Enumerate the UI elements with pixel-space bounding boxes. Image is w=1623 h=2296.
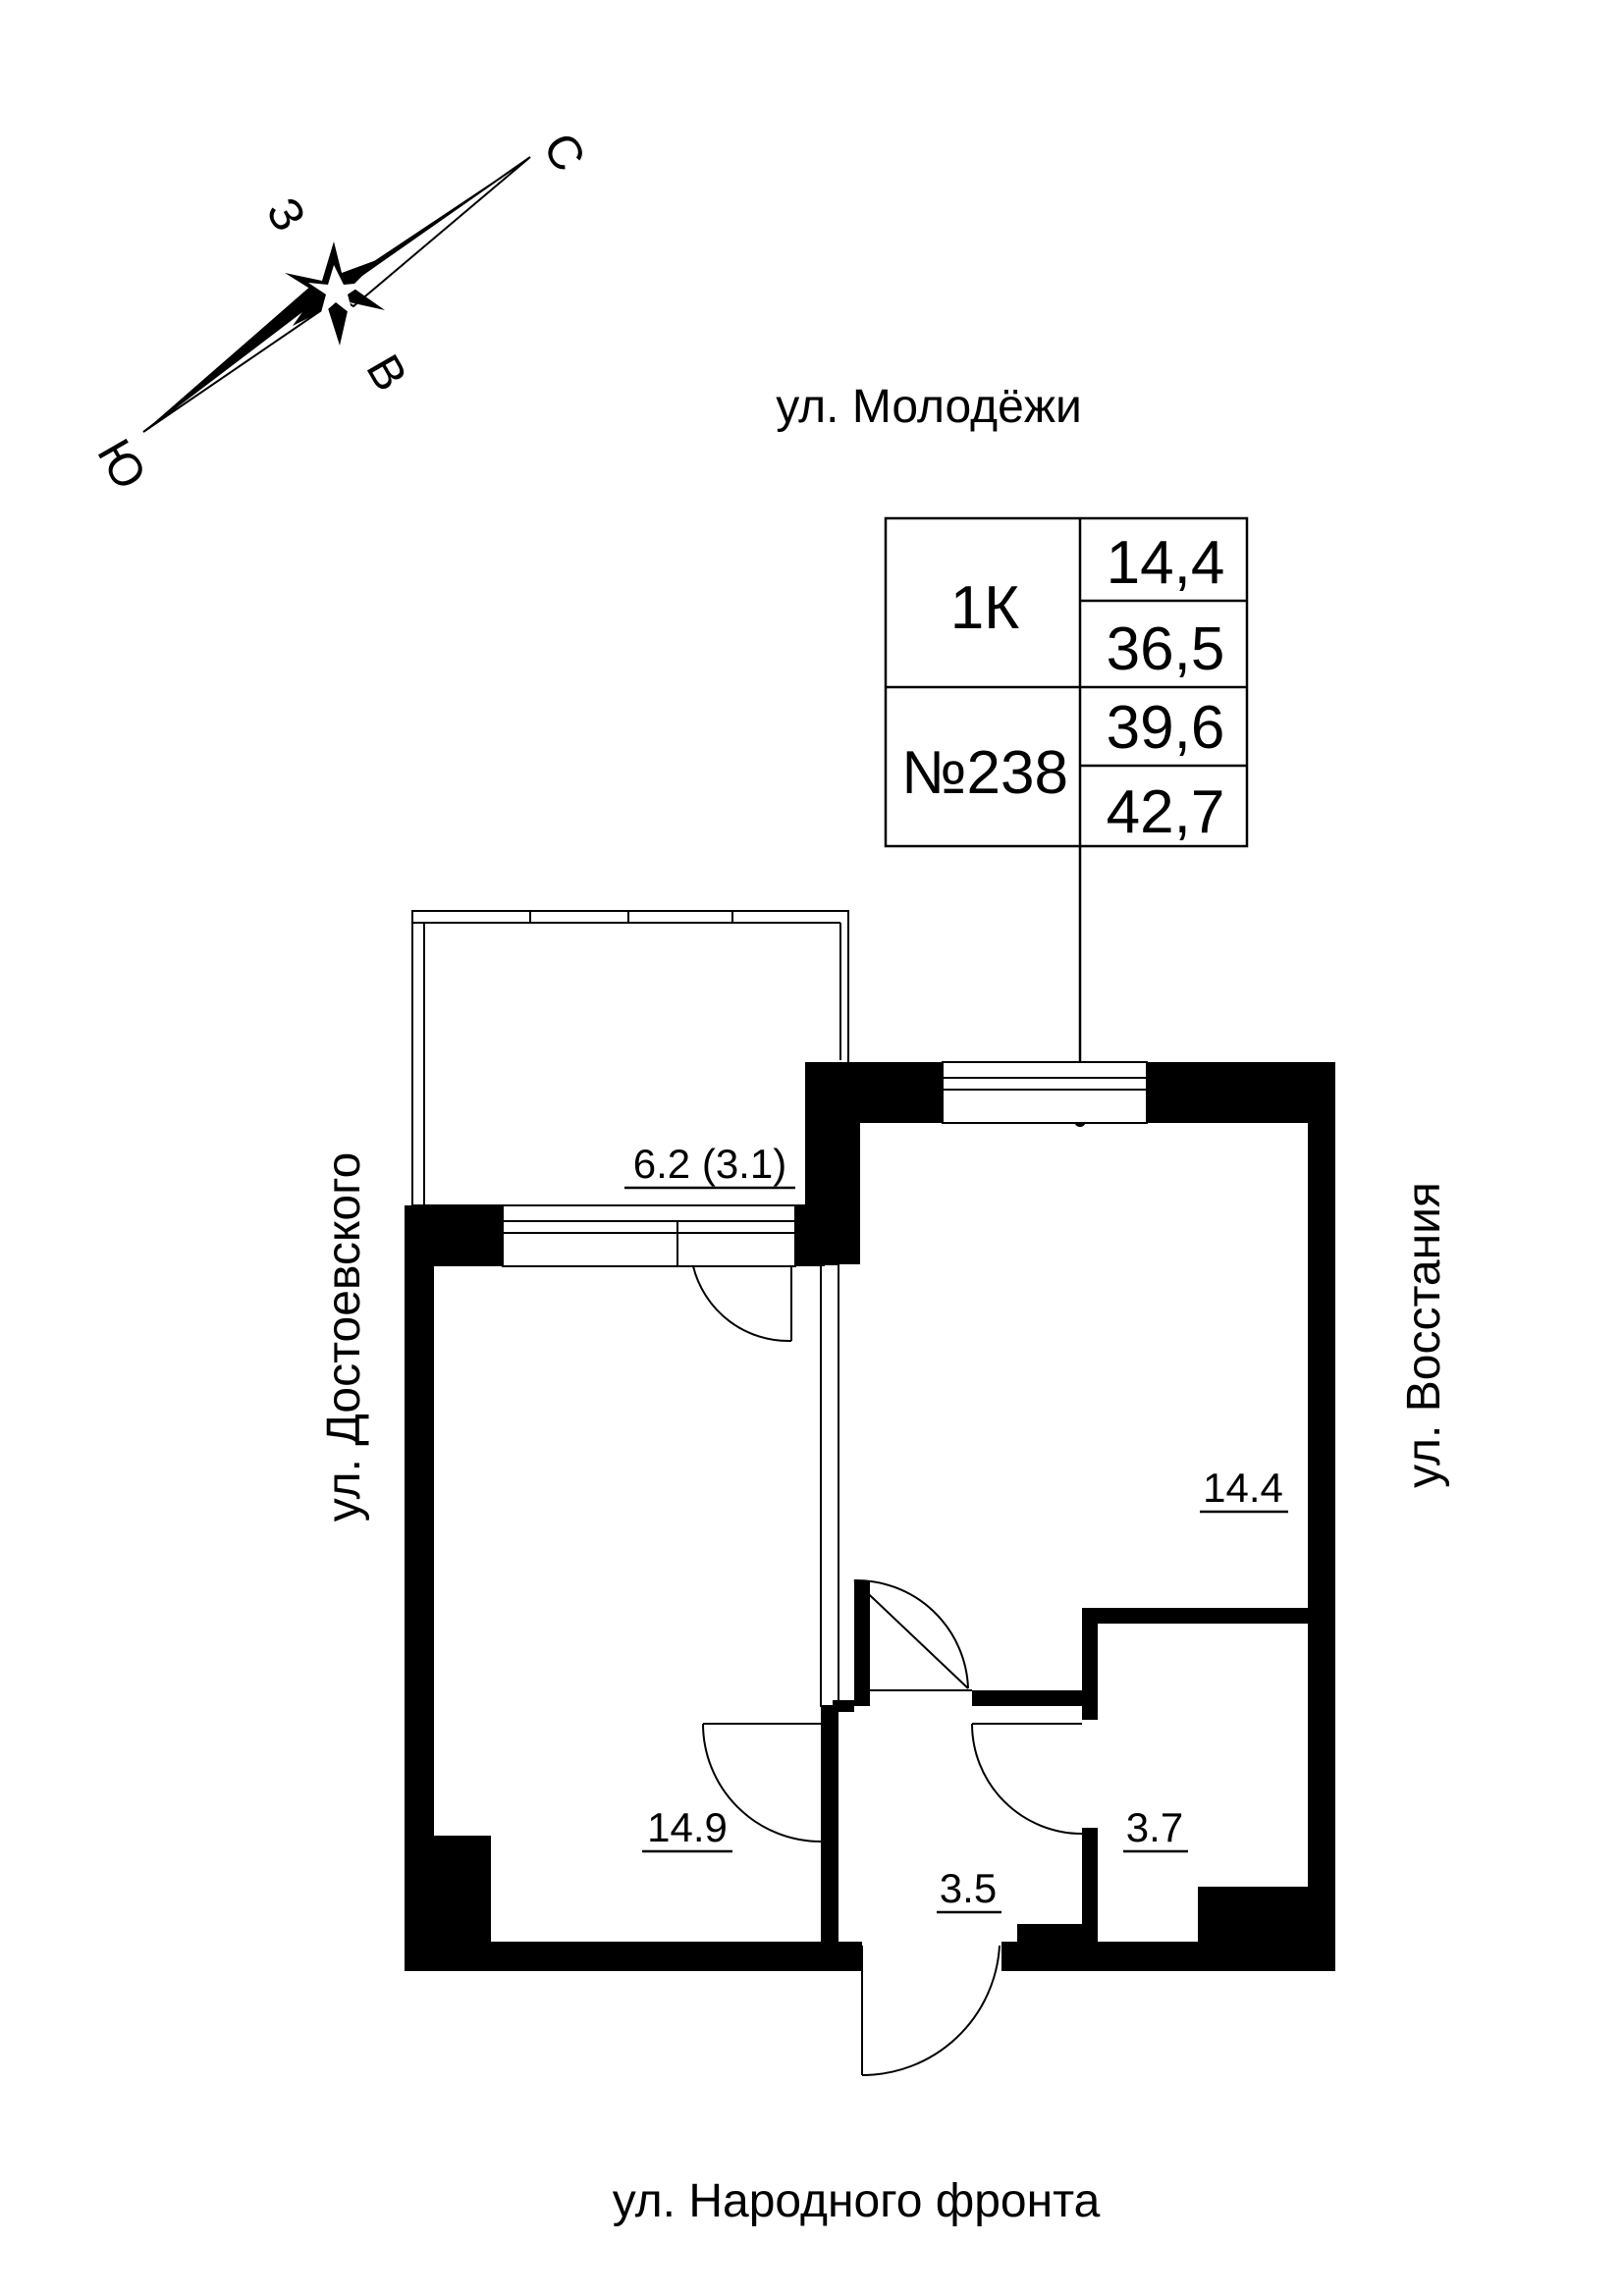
door-kitchen-swing [702,1723,822,1842]
apartment-number: №238 [901,739,1068,807]
door-balcony-swing [692,1265,792,1343]
balcony-area: 6.2 (3.1) [633,1141,786,1187]
wall-left-corner-column [434,1836,491,1942]
street-bottom: ул. Народного фронта [613,2175,1101,2227]
door-bath-swing [971,1723,1083,1835]
wall-left-outer [405,1223,434,1971]
window-kitchen-balcony [502,1204,796,1267]
info-value-1: 14,4 [1107,529,1225,597]
room-area-kitchen: 14.9 [647,1804,728,1850]
wall-balcony-door-right [795,1205,825,1266]
info-table-frame [884,516,1249,848]
wall-hall-left-stub [854,1580,870,1706]
wall-partition-lower [821,1706,839,1946]
compass-rose: С З В Ю [86,125,594,499]
door-living-leaf [853,1579,969,1689]
wall-partition-vertical [820,1263,839,1707]
street-right: ул. Восстания [1398,1182,1450,1488]
doors [692,1265,1083,2077]
room-area-living: 14.4 [1203,1465,1283,1511]
window-living [942,1061,1148,1124]
info-value-3: 39,6 [1107,694,1225,762]
street-top: ул. Молодёжи [776,381,1082,433]
wall-right-outer [1308,1062,1335,1971]
wall-bath-left-upper [1082,1608,1098,1720]
wall-hall-horizontal [972,1690,1082,1706]
wall-bottom-left [405,1942,862,1971]
street-left: ул. Достоевского [318,1152,370,1522]
wall-bottom-stub [1017,1924,1098,1946]
info-value-2: 36,5 [1107,615,1225,683]
info-value-4: 42,7 [1107,778,1225,846]
compass-label-west: З [255,189,314,240]
wall-bottom-right [1001,1942,1335,1971]
wall-right-top-block [1147,1062,1335,1123]
compass-label-south: Ю [86,431,155,499]
wall-partition-lower-stub [833,1700,854,1712]
wall-bath-left-lower [1082,1828,1098,1946]
room-area-hall: 3.5 [940,1865,997,1911]
compass-star-inner [308,265,365,316]
door-entry-swing [861,1945,1001,2077]
walls [405,1062,1335,1971]
wall-right-bottom-column [1198,1887,1308,1946]
apartment-type: 1К [950,574,1020,642]
wall-living-top-left [805,1062,943,1123]
wall-left-top-block [405,1205,503,1266]
compass-label-east: В [355,347,416,400]
compass-label-north: С [532,125,594,181]
wall-bath-top [1082,1608,1308,1624]
balcony: 6.2 (3.1) [411,910,849,1206]
windows [502,1061,1148,1267]
info-table: 1К №238 14,4 36,5 39,6 42,7 [884,516,1249,1127]
door-living-swing [853,1578,969,1689]
room-area-bath: 3.7 [1126,1804,1183,1850]
